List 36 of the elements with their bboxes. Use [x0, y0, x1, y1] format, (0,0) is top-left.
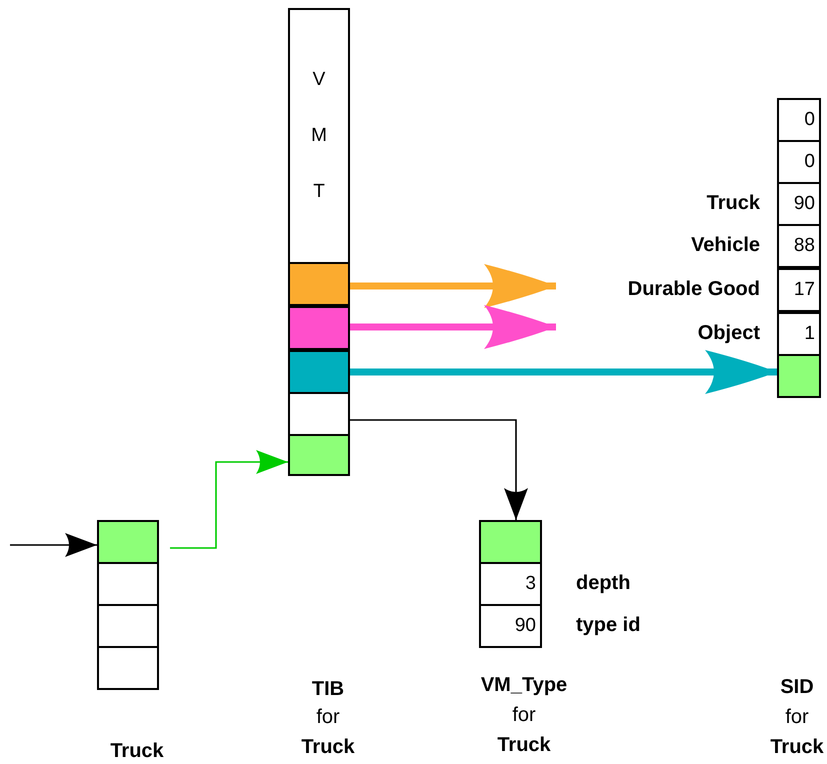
table-cell	[288, 392, 350, 436]
caption-text: Truck	[770, 736, 824, 759]
caption-text: for	[316, 706, 340, 729]
value-cell: 0	[777, 140, 821, 184]
value-cell: 3	[479, 562, 542, 606]
table-cell	[288, 262, 350, 306]
caption-text: Truck	[301, 736, 355, 759]
caption-text: Truck	[110, 740, 164, 763]
row-label: Vehicle	[691, 234, 760, 257]
caption-text: for	[785, 706, 809, 729]
caption-text: for	[512, 704, 536, 727]
caption-text: TIB	[312, 678, 344, 701]
value-cell: 90	[777, 182, 821, 226]
table-cell	[97, 562, 159, 606]
value-cell: 0	[777, 98, 821, 142]
table-cell	[777, 354, 821, 398]
vmt-cell: V M T	[288, 8, 350, 264]
value-cell: 88	[777, 224, 821, 268]
table-cell	[97, 604, 159, 648]
table-cell	[479, 520, 542, 564]
caption-text: VM_Type	[480, 674, 568, 697]
table-cell	[288, 306, 350, 350]
row-label: Truck	[706, 192, 760, 215]
row-label: depth	[576, 572, 630, 595]
table-cell	[288, 434, 350, 476]
caption-text: Truck	[497, 734, 551, 757]
row-label: type id	[576, 614, 640, 637]
value-cell: 1	[777, 312, 821, 356]
row-label: Durable Good	[628, 278, 760, 301]
value-cell: 90	[479, 604, 542, 648]
table-cell	[288, 350, 350, 394]
caption-text: SID	[780, 676, 814, 699]
value-cell: 17	[777, 268, 821, 312]
row-label: Object	[698, 322, 760, 345]
table-cell	[97, 520, 159, 564]
table-cell	[97, 646, 159, 690]
